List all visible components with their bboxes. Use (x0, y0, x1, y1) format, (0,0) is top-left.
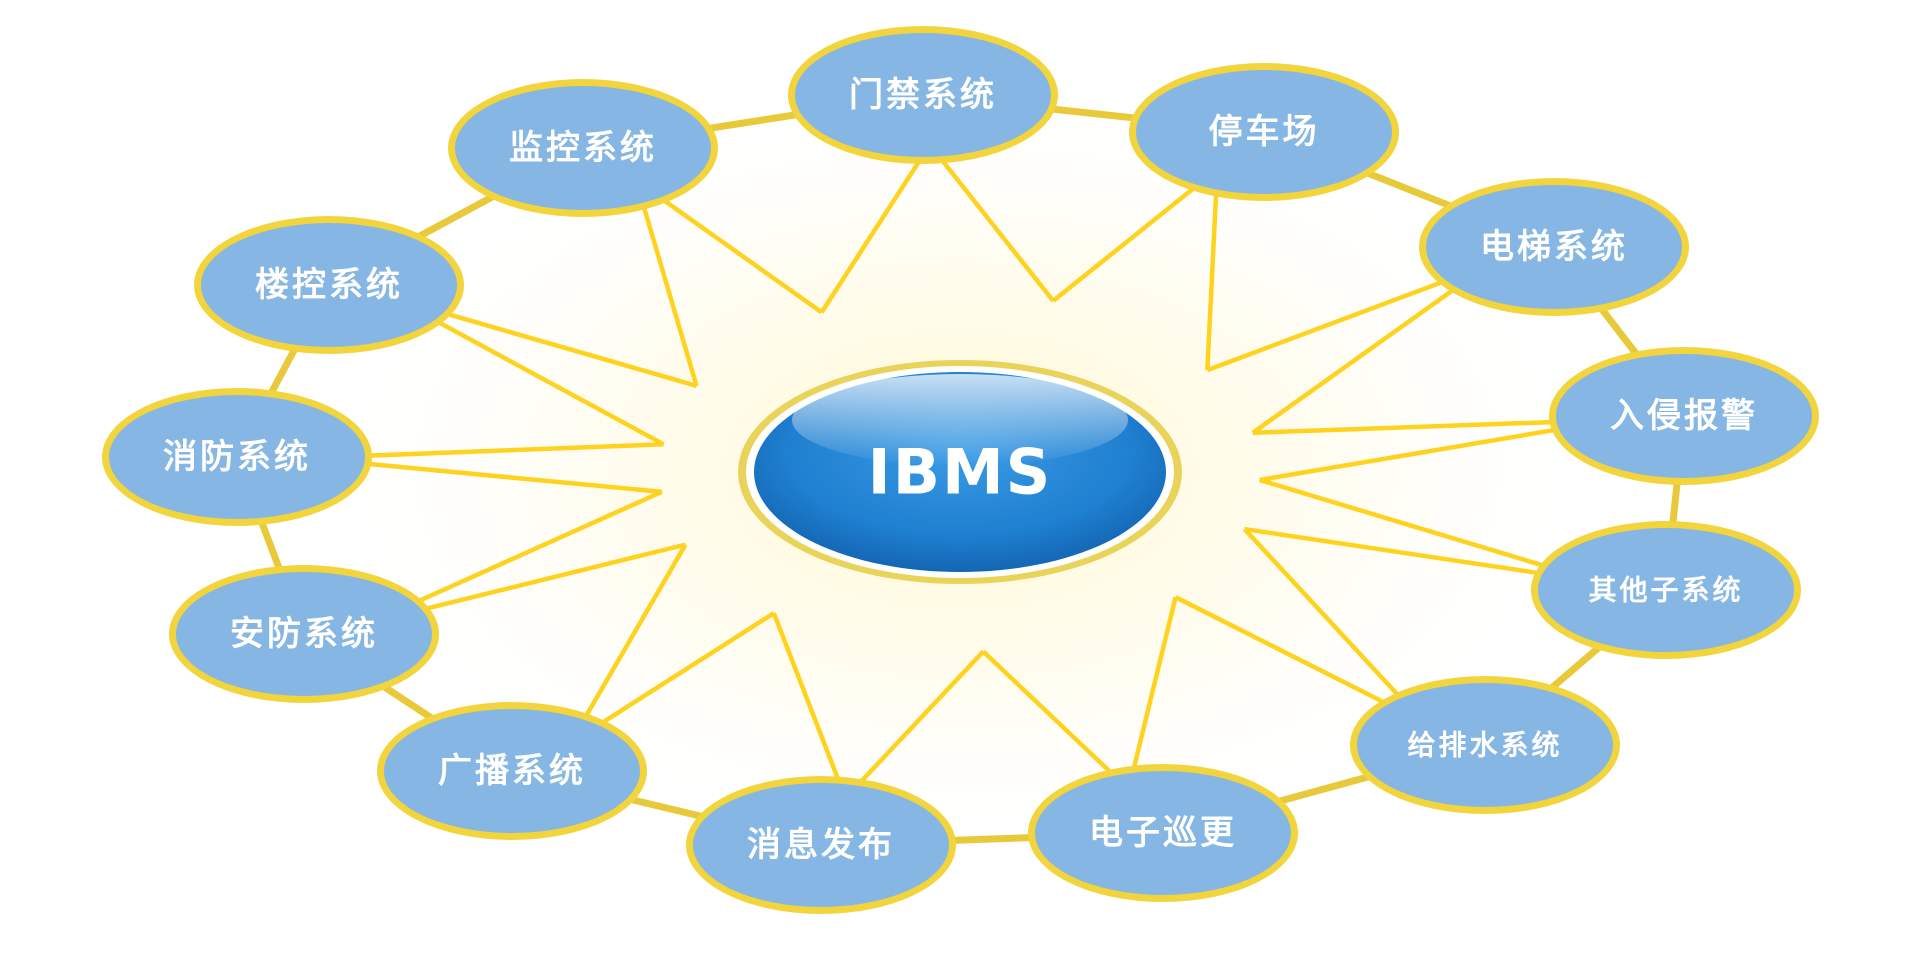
node-circle (384, 709, 640, 833)
node-label: 停车场 (1209, 112, 1320, 152)
node-label: 给排水系统 (1407, 729, 1562, 762)
node-circle (201, 223, 457, 347)
node-label: 其他子系统 (1588, 574, 1743, 607)
node-label: 电子巡更 (1089, 813, 1237, 853)
node-other[interactable]: 其他子系统 (1531, 521, 1801, 659)
node-monitor[interactable]: 监控系统 (448, 79, 718, 217)
node-intrusion[interactable]: 入侵报警 (1549, 347, 1819, 485)
node-circle (693, 783, 949, 907)
node-patrol[interactable]: 电子巡更 (1028, 764, 1298, 902)
node-circle (795, 33, 1051, 157)
center-shine (792, 374, 1128, 466)
node-label: 电梯系统 (1480, 227, 1628, 267)
node-elevator[interactable]: 电梯系统 (1419, 178, 1689, 316)
node-label: 门禁系统 (849, 75, 997, 115)
node-circle (1357, 683, 1613, 807)
node-label: 楼控系统 (255, 265, 403, 305)
node-info[interactable]: 消息发布 (686, 776, 956, 914)
node-circle (1426, 185, 1682, 309)
node-label: 监控系统 (509, 128, 657, 168)
node-security[interactable]: 安防系统 (169, 565, 439, 703)
node-label: 入侵报警 (1610, 396, 1758, 436)
node-parking[interactable]: 停车场 (1129, 63, 1399, 201)
node-fire[interactable]: 消防系统 (102, 388, 372, 526)
node-water[interactable]: 给排水系统 (1350, 676, 1620, 814)
node-circle (1538, 528, 1794, 652)
node-access[interactable]: 门禁系统 (788, 26, 1058, 164)
node-label: 广播系统 (438, 751, 586, 791)
node-circle (176, 572, 432, 696)
node-building[interactable]: 楼控系统 (194, 216, 464, 354)
center-label: IBMS (868, 436, 1053, 509)
node-circle (1035, 771, 1291, 895)
center-node-ibms[interactable]: IBMS (738, 360, 1182, 584)
node-circle (1556, 354, 1812, 478)
node-label: 安防系统 (230, 614, 378, 654)
node-circle (1136, 70, 1392, 194)
node-circle (455, 86, 711, 210)
node-label: 消防系统 (163, 437, 311, 477)
node-label: 消息发布 (747, 825, 895, 865)
node-circle (109, 395, 365, 519)
node-broadcast[interactable]: 广播系统 (377, 702, 647, 840)
